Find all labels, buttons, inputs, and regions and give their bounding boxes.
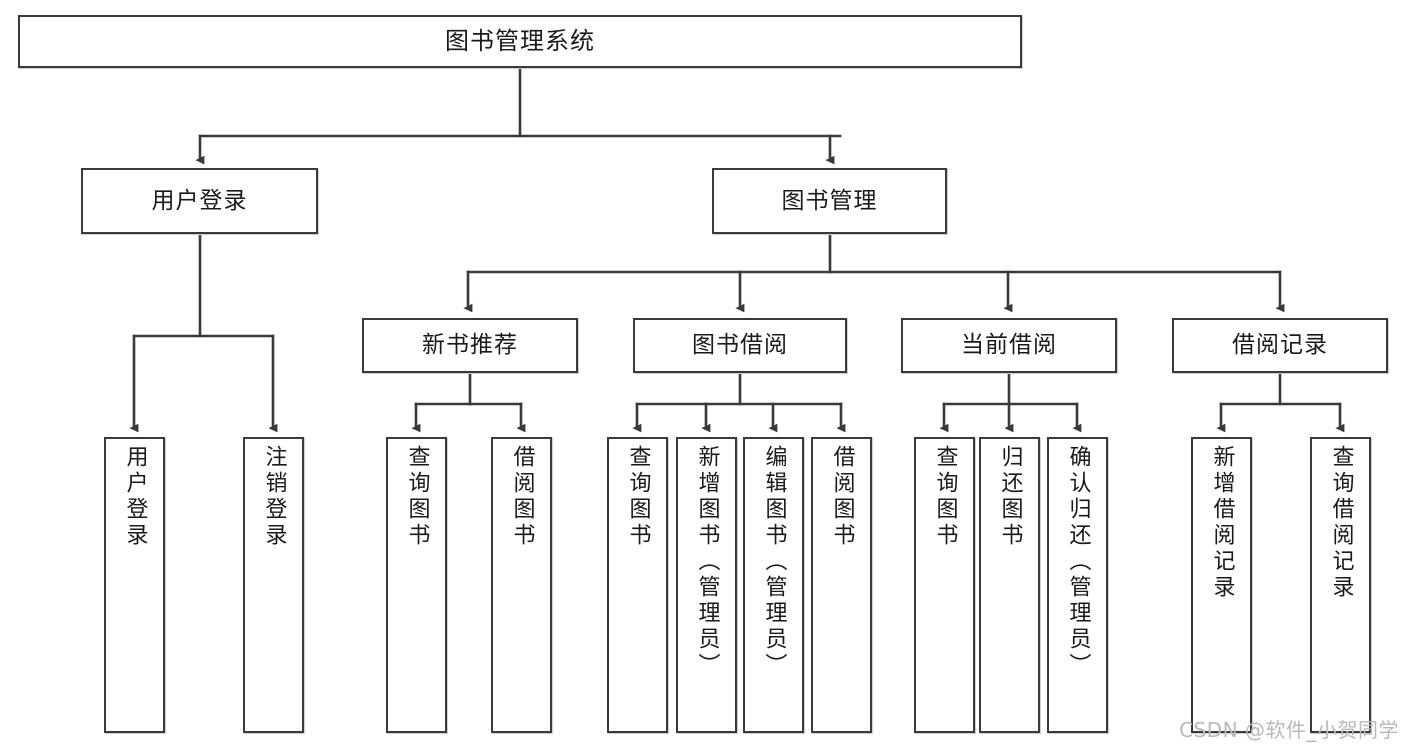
node-book-manage-label: 图书管理 [781, 187, 878, 214]
node-user-login-label: 用户登录 [151, 187, 248, 214]
node-leaf-add-book-label: 新增图书（管理员） [694, 445, 720, 679]
node-user-login[interactable]: 用户登录 [81, 168, 318, 234]
node-leaf-add-record[interactable]: 新增借阅记录 [1191, 437, 1252, 733]
node-leaf-query-book-1-label: 查询图书 [404, 445, 430, 549]
node-borrow-record-label: 借阅记录 [1232, 332, 1328, 359]
node-leaf-return-book-label: 归还图书 [997, 445, 1023, 549]
node-root-label: 图书管理系统 [445, 26, 595, 55]
node-borrow-record[interactable]: 借阅记录 [1172, 318, 1388, 373]
node-leaf-query-record-label: 查询借阅记录 [1328, 445, 1354, 601]
node-leaf-confirm-return-label: 确认归还（管理员） [1065, 445, 1091, 679]
node-new-book-rec[interactable]: 新书推荐 [362, 318, 578, 373]
node-leaf-borrow-book-1-label: 借阅图书 [509, 445, 535, 549]
node-leaf-query-book-2-label: 查询图书 [625, 445, 651, 549]
node-leaf-return-book[interactable]: 归还图书 [979, 437, 1040, 733]
node-book-manage[interactable]: 图书管理 [712, 168, 947, 234]
node-leaf-confirm-return[interactable]: 确认归还（管理员） [1047, 437, 1108, 733]
node-leaf-query-record[interactable]: 查询借阅记录 [1310, 437, 1371, 733]
node-leaf-query-book-3-label: 查询图书 [932, 445, 958, 549]
node-leaf-borrow-book-1[interactable]: 借阅图书 [491, 437, 552, 733]
node-current-borrow[interactable]: 当前借阅 [901, 318, 1117, 373]
node-leaf-logout[interactable]: 注销登录 [243, 437, 304, 733]
node-leaf-user-login-label: 用户登录 [122, 445, 148, 549]
node-book-borrow-label: 图书借阅 [692, 332, 788, 359]
node-leaf-user-login[interactable]: 用户登录 [104, 437, 165, 733]
watermark-text: CSDN @软件_小贺同学 [1179, 718, 1399, 742]
node-leaf-edit-book-label: 编辑图书（管理员） [761, 445, 787, 679]
node-root[interactable]: 图书管理系统 [18, 15, 1022, 68]
node-leaf-borrow-book-2[interactable]: 借阅图书 [811, 437, 872, 733]
node-leaf-query-book-3[interactable]: 查询图书 [914, 437, 975, 733]
node-leaf-edit-book[interactable]: 编辑图书（管理员） [743, 437, 804, 733]
node-book-borrow[interactable]: 图书借阅 [633, 318, 847, 373]
node-leaf-query-book-1[interactable]: 查询图书 [386, 437, 447, 733]
node-leaf-borrow-book-2-label: 借阅图书 [829, 445, 855, 549]
node-leaf-add-book[interactable]: 新增图书（管理员） [676, 437, 737, 733]
node-leaf-add-record-label: 新增借阅记录 [1209, 445, 1235, 601]
node-leaf-query-book-2[interactable]: 查询图书 [607, 437, 668, 733]
node-new-book-rec-label: 新书推荐 [422, 332, 518, 359]
node-current-borrow-label: 当前借阅 [961, 332, 1057, 359]
node-leaf-logout-label: 注销登录 [261, 445, 287, 549]
